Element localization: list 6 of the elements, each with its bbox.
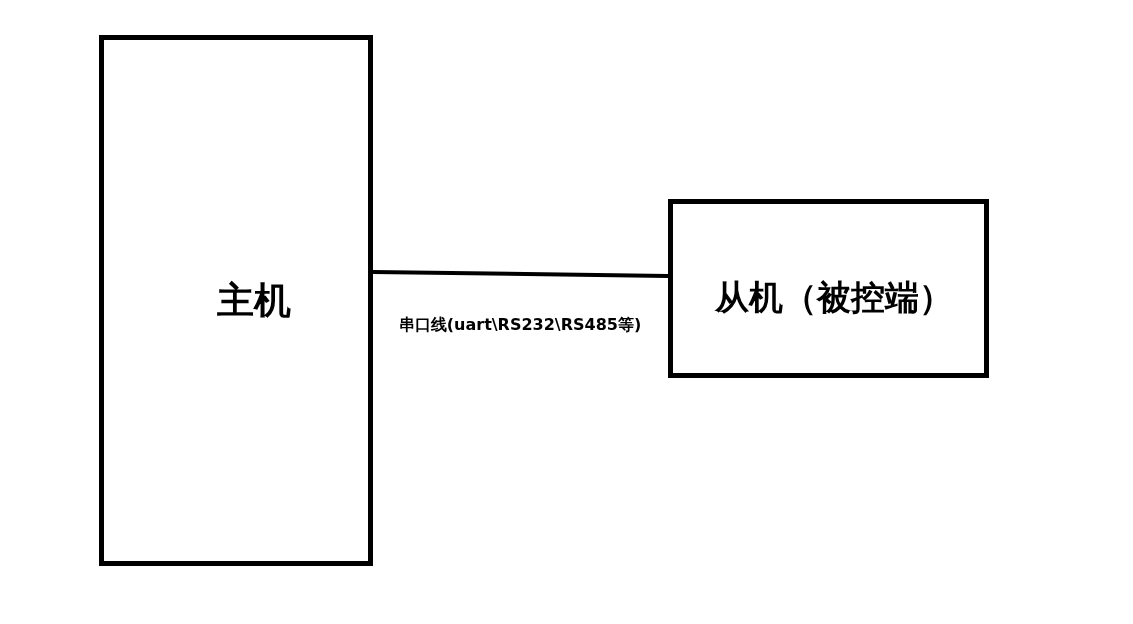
node-label: 从机（被控端） xyxy=(715,279,953,317)
device-box xyxy=(668,199,989,378)
device-box xyxy=(99,35,373,566)
node-label: 主机 xyxy=(217,280,291,322)
edge-label: 串口线(uart\RS232\RS485等) xyxy=(397,315,643,335)
connector-line xyxy=(372,270,669,278)
